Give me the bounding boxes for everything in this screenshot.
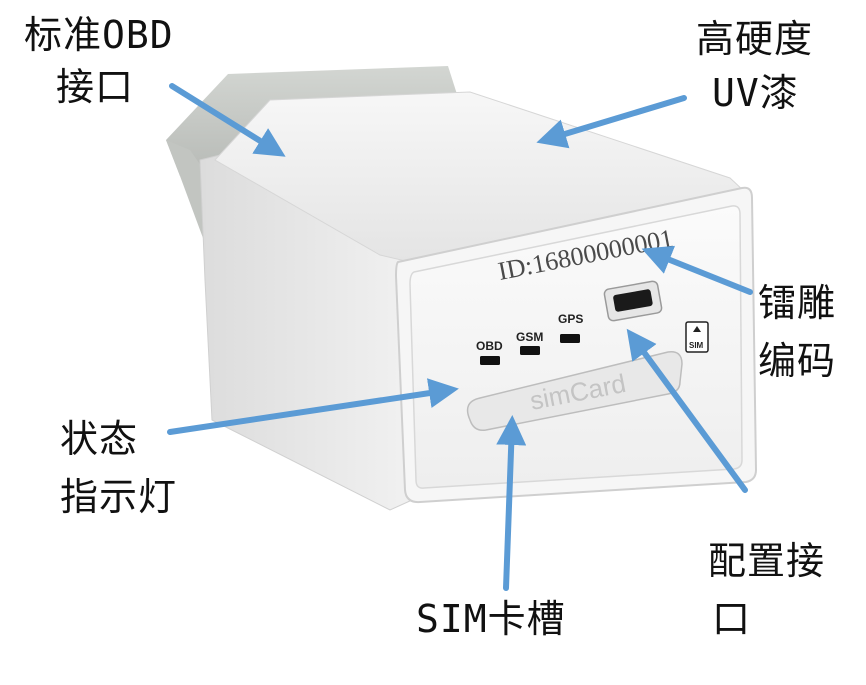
led-obd bbox=[480, 356, 500, 365]
led-gsm bbox=[520, 346, 540, 355]
label-status-lights-line2: 指示灯 bbox=[60, 475, 178, 519]
label-engraved-code-line2: 编码 bbox=[758, 339, 837, 383]
led-label-obd: OBD bbox=[476, 339, 503, 353]
arrow-config-port bbox=[626, 328, 748, 493]
led-label-gsm: GSM bbox=[516, 330, 543, 344]
label-uv-paint-line2: UV漆 bbox=[712, 71, 799, 115]
led-group: OBD GSM GPS bbox=[476, 312, 583, 365]
led-label-gps: GPS bbox=[558, 312, 583, 326]
arrow-obd-port bbox=[169, 83, 286, 157]
svg-text:SIM: SIM bbox=[689, 341, 704, 350]
led-gps bbox=[560, 334, 580, 343]
label-obd-port-line2: 接口 bbox=[56, 65, 135, 109]
sim-badge: SIM bbox=[685, 321, 709, 353]
annotation-arrows bbox=[167, 83, 753, 591]
label-sim-slot: SIM卡槽 bbox=[416, 597, 566, 641]
arrow-status-lights bbox=[167, 378, 459, 435]
config-port bbox=[603, 280, 663, 322]
arrow-uv-paint bbox=[536, 95, 687, 149]
label-obd-port-line1: 标准OBD bbox=[24, 13, 174, 57]
label-config-port-line1: 配置接 bbox=[708, 539, 826, 583]
arrow-engraved-code bbox=[641, 245, 753, 295]
label-engraved-code-line1: 镭雕 bbox=[758, 281, 837, 325]
label-config-port-line2: 口 bbox=[712, 597, 752, 641]
label-status-lights-line1: 状态 bbox=[60, 417, 139, 461]
label-uv-paint-line1: 高硬度 bbox=[696, 17, 814, 61]
arrow-sim-slot bbox=[496, 415, 527, 591]
